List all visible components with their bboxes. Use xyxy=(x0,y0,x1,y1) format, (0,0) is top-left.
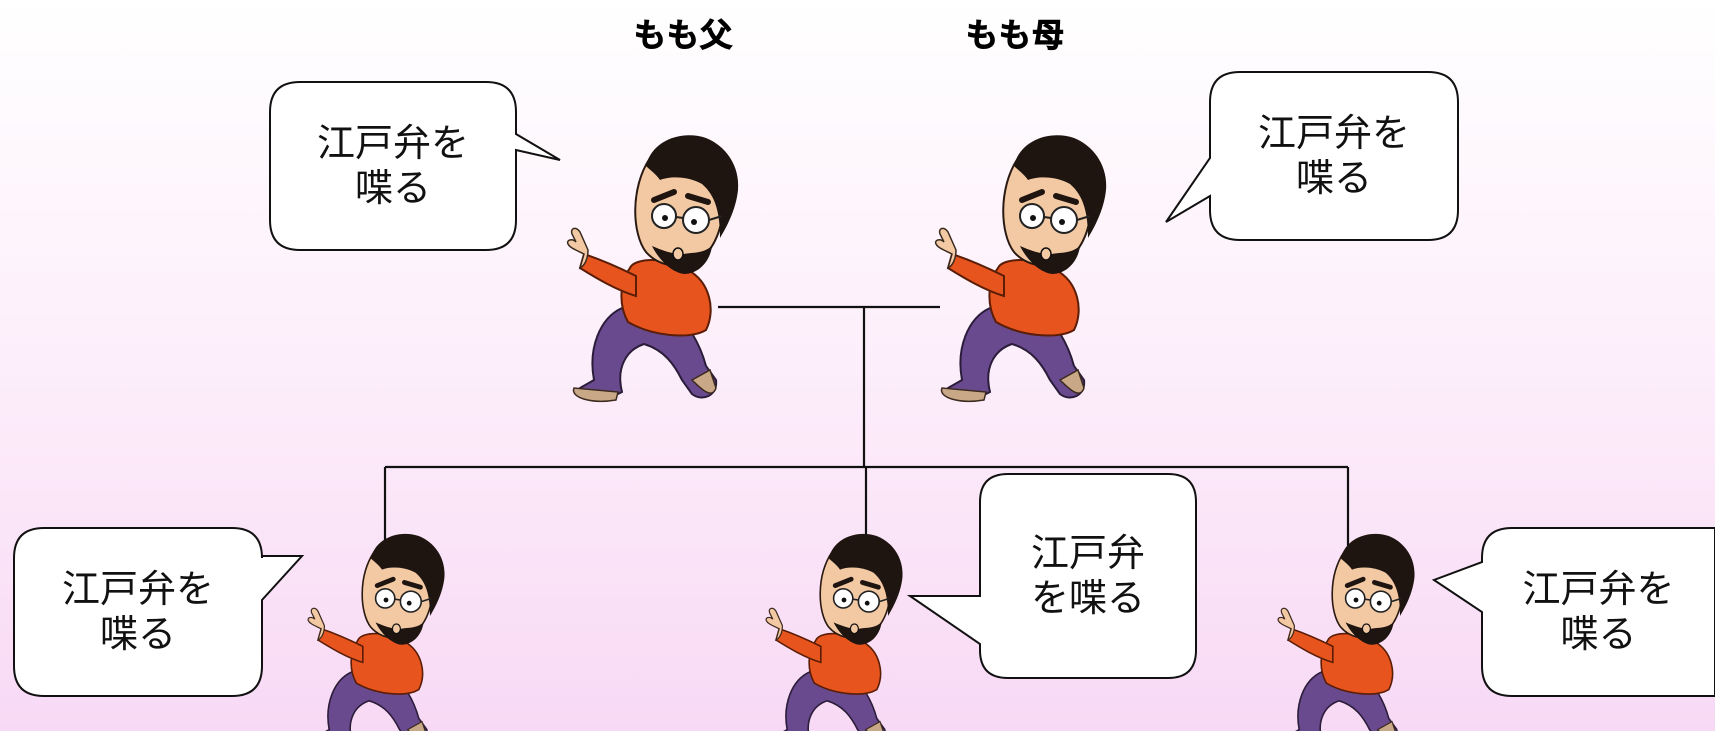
father-bubble-text: 江戸弁を 喋る xyxy=(270,82,516,250)
bubble-line: 江戸弁 xyxy=(1030,531,1145,576)
child-middle-bubble-text: 江戸弁 を喋る xyxy=(980,474,1196,678)
bubble-line: 喋る xyxy=(354,166,431,210)
child-middle-speech-bubble xyxy=(906,473,1197,679)
child-left-bubble-text: 江戸弁を 喋る xyxy=(14,528,262,696)
mother-label: もも母 xyxy=(965,16,1066,55)
child-left-speech-bubble xyxy=(13,527,305,697)
bubble-line: 江戸弁を xyxy=(1257,111,1410,156)
father-speech-bubble xyxy=(269,81,561,251)
child-right-bubble-text: 江戸弁を 喋る xyxy=(1482,528,1715,696)
bubble-line: 喋る xyxy=(1295,156,1372,200)
bubble-line: 喋る xyxy=(1560,612,1637,656)
bubble-line: を喋る xyxy=(1030,576,1145,620)
bubble-line: 江戸弁を xyxy=(316,121,469,166)
bubble-line: 江戸弁を xyxy=(1522,567,1675,612)
child-right-speech-bubble xyxy=(1431,527,1715,697)
mother-speech-bubble xyxy=(1165,71,1459,241)
bubble-line: 喋る xyxy=(99,612,176,656)
mother-bubble-text: 江戸弁を 喋る xyxy=(1210,72,1458,240)
bubble-line: 江戸弁を xyxy=(61,567,214,612)
father-label: もも父 xyxy=(633,16,734,55)
